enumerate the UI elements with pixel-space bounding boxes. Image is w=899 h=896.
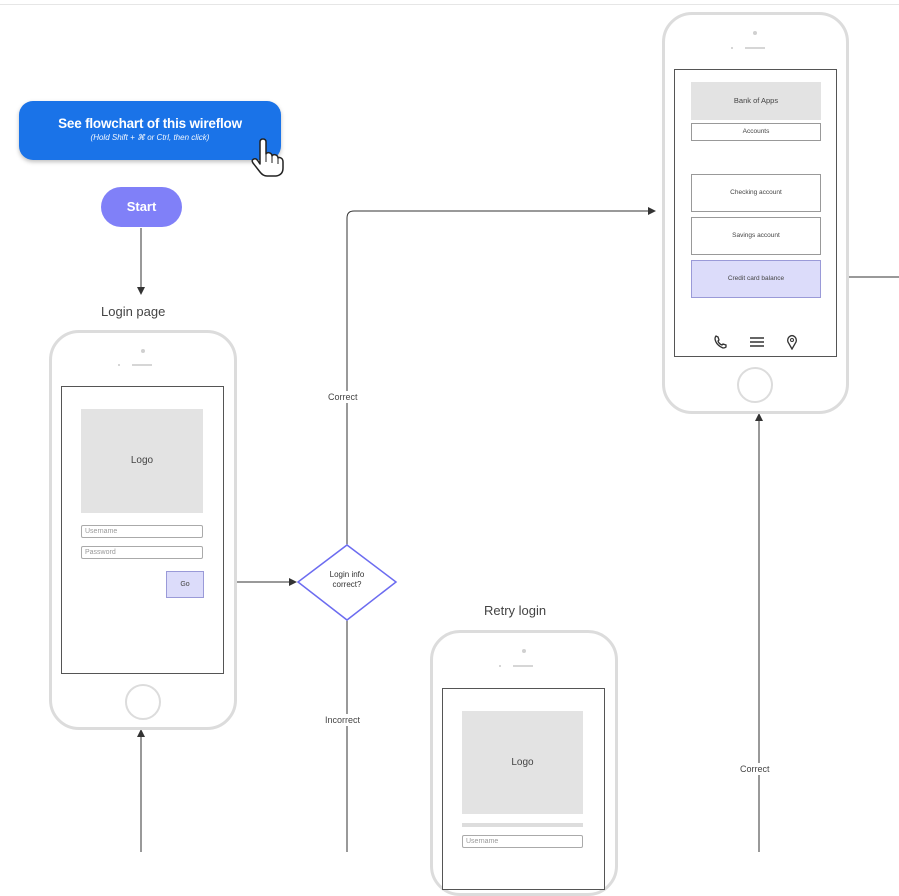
accounts-label: Accounts — [691, 123, 821, 141]
decision-diamond[interactable] — [296, 544, 398, 621]
retry-username-field[interactable]: Username — [462, 835, 583, 848]
phone-speaker — [132, 364, 152, 366]
phone-speaker-dot — [731, 47, 733, 49]
phone-speaker — [745, 47, 765, 49]
phone-camera — [522, 649, 526, 653]
login-screen: Logo Username Password Go — [61, 386, 224, 674]
retry-screen: Logo Username — [442, 688, 605, 890]
retry-error-bar — [462, 823, 583, 827]
menu-icon[interactable] — [749, 335, 765, 349]
phone-icon[interactable] — [713, 334, 729, 350]
savings-account-item[interactable]: Savings account — [691, 217, 821, 255]
edge-correct-to-home — [346, 207, 656, 545]
see-flowchart-title: See flowchart of this wireflow — [58, 116, 242, 131]
see-flowchart-button[interactable]: See flowchart of this wireflow (Hold Shi… — [19, 101, 281, 160]
top-divider — [0, 4, 899, 5]
phone-camera — [753, 31, 757, 35]
decision-label-line2: correct? — [332, 580, 362, 589]
credit-card-balance-item[interactable]: Credit card balance — [691, 260, 821, 298]
go-button[interactable]: Go — [166, 571, 204, 598]
phone-speaker — [513, 665, 533, 667]
decision-label: Login info correct? — [313, 570, 381, 590]
edge-label-correct-bottom: Correct — [738, 763, 772, 775]
see-flowchart-subtitle: (Hold Shift + ⌘ or Ctrl, then click) — [90, 133, 210, 142]
retry-logo: Logo — [462, 711, 583, 814]
start-node[interactable]: Start — [101, 187, 182, 227]
connector-lines — [137, 207, 899, 852]
username-field[interactable]: Username — [81, 525, 203, 538]
password-field[interactable]: Password — [81, 546, 203, 559]
phone-home-button — [125, 684, 161, 720]
login-phone-frame: Logo Username Password Go — [49, 330, 237, 730]
home-screen: Bank of Apps Accounts Checking account S… — [674, 69, 837, 357]
hand-pointer-icon — [251, 138, 284, 177]
checking-account-item[interactable]: Checking account — [691, 174, 821, 212]
home-header: Bank of Apps — [691, 82, 821, 120]
edge-label-incorrect: Incorrect — [323, 714, 363, 726]
phone-speaker-dot — [118, 364, 120, 366]
edge-label-correct-top: Correct — [326, 391, 360, 403]
retry-login-title: Retry login — [484, 603, 547, 618]
home-phone-frame: Bank of Apps Accounts Checking account S… — [662, 12, 849, 414]
retry-phone-frame: Logo Username — [430, 630, 618, 896]
login-page-title: Login page — [101, 304, 166, 319]
login-logo: Logo — [81, 409, 203, 513]
phone-speaker-dot — [499, 665, 501, 667]
phone-camera — [141, 349, 145, 353]
location-pin-icon[interactable] — [786, 334, 798, 350]
phone-home-button — [737, 367, 773, 403]
decision-label-line1: Login info — [329, 570, 365, 579]
